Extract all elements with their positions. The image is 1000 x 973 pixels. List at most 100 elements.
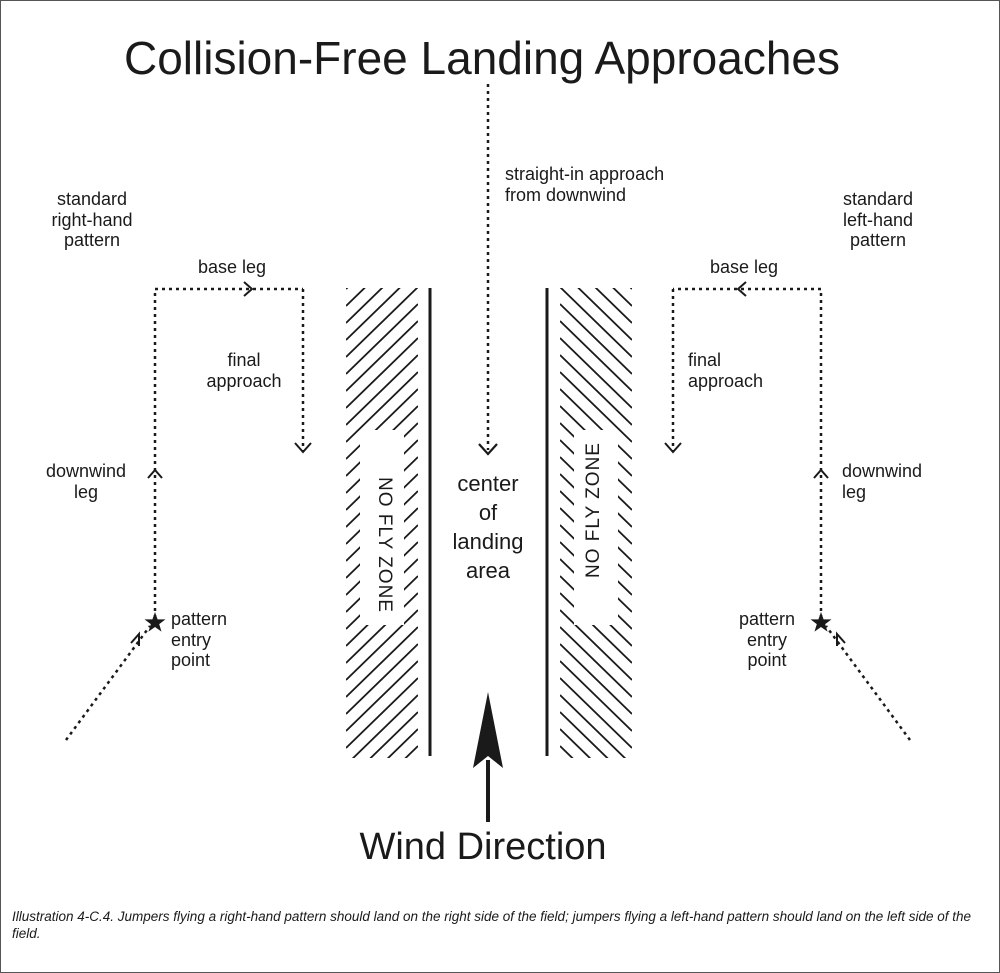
hatch-line bbox=[346, 626, 418, 698]
no-fly-zone-left-label: NO FLY ZONE bbox=[374, 477, 395, 613]
label-band bbox=[574, 430, 618, 625]
hatch-line bbox=[560, 288, 632, 358]
hatch-line bbox=[560, 388, 632, 460]
hatch-line bbox=[577, 288, 632, 341]
hatch-line bbox=[612, 288, 632, 307]
left-entry-line-3: point bbox=[747, 650, 787, 671]
left-downwind-line-2: leg bbox=[842, 481, 867, 502]
hatch-line bbox=[560, 694, 627, 758]
hatch-line bbox=[346, 288, 418, 358]
left-final-approach-label: final approach bbox=[688, 350, 763, 391]
hatch-line bbox=[560, 592, 632, 664]
straight-in-line-1: straight-in approach bbox=[505, 164, 665, 184]
center-of-landing-area-label: center of landing area bbox=[436, 469, 540, 585]
right-heading-line-1: standard bbox=[56, 189, 128, 209]
hatch-line bbox=[346, 354, 418, 426]
diagram-title: Collision-Free Landing Approaches bbox=[124, 32, 840, 84]
hatch-line bbox=[346, 288, 349, 290]
no-fly-zone-left-hatch bbox=[346, 168, 418, 833]
center-line-2: of bbox=[478, 500, 498, 525]
left-downwind-line-1: downwind bbox=[842, 461, 923, 481]
right-entry-line-1: pattern bbox=[171, 609, 228, 629]
hatch-line bbox=[351, 694, 418, 758]
hatch-line bbox=[560, 643, 632, 715]
right-entry-point-label: pattern entry point bbox=[171, 609, 227, 671]
hatch-line bbox=[346, 288, 366, 307]
hatch-line bbox=[386, 728, 418, 758]
right-entry-line-2: entry bbox=[171, 629, 212, 650]
right-pattern-heading: standard right-hand pattern bbox=[30, 189, 154, 251]
hatch-line bbox=[560, 763, 632, 833]
hatch-line bbox=[560, 609, 632, 681]
left-heading-line-2: left-hand bbox=[842, 209, 914, 230]
hatch-line bbox=[346, 677, 418, 749]
hatch-line bbox=[560, 371, 632, 443]
hatch-line bbox=[560, 728, 592, 758]
left-entry-line-1: pattern bbox=[738, 609, 796, 629]
right-entry-line-3: point bbox=[171, 650, 211, 671]
straight-in-approach-path bbox=[478, 84, 498, 456]
hatch-line bbox=[346, 371, 418, 443]
right-downwind-leg-label: downwind leg bbox=[34, 461, 138, 502]
center-line-1: center bbox=[457, 471, 519, 496]
hatch-line bbox=[346, 592, 418, 664]
illustration-caption: Illustration 4-C.4. Jumpers flying a rig… bbox=[12, 909, 972, 941]
label-band bbox=[360, 430, 404, 625]
hatch-line bbox=[560, 354, 632, 426]
center-line-4: area bbox=[465, 558, 511, 583]
hatch-line bbox=[560, 337, 632, 409]
left-final-line-2: approach bbox=[688, 370, 764, 391]
right-heading-line-2: right-hand bbox=[51, 209, 133, 230]
left-heading-line-3: pattern bbox=[849, 230, 907, 251]
right-final-line-2: approach bbox=[206, 370, 282, 391]
hatch-line bbox=[346, 337, 418, 409]
hatch-line bbox=[346, 609, 418, 681]
right-downwind-line-1: downwind bbox=[45, 461, 127, 481]
hatch-line bbox=[560, 626, 632, 698]
hatch-line bbox=[346, 660, 418, 732]
hatch-line bbox=[369, 711, 418, 758]
hatch-line bbox=[346, 168, 418, 238]
right-final-line-1: final bbox=[227, 350, 261, 370]
straight-in-approach-label: straight-in approach from downwind bbox=[505, 164, 664, 205]
hatch-line bbox=[346, 763, 418, 833]
hatch-line bbox=[560, 711, 609, 758]
left-entry-point-label: pattern entry point bbox=[726, 609, 808, 671]
hatch-line bbox=[346, 202, 418, 272]
right-final-approach-label: final approach bbox=[192, 350, 296, 391]
left-hand-pattern-path bbox=[664, 281, 912, 741]
no-fly-zone-right-hatch bbox=[560, 202, 632, 833]
right-pattern-entry-star-icon bbox=[144, 612, 166, 632]
left-pattern-entry-star-icon bbox=[810, 612, 832, 632]
left-entry-line-2: entry bbox=[746, 629, 788, 650]
hatch-line bbox=[629, 288, 632, 290]
hatch-line bbox=[560, 202, 632, 272]
hatch-line bbox=[346, 303, 418, 375]
center-line-3: landing bbox=[452, 529, 524, 554]
wind-direction-label: Wind Direction bbox=[359, 826, 607, 868]
right-downwind-line-2: leg bbox=[73, 481, 99, 502]
wind-direction-arrow-icon bbox=[473, 692, 503, 822]
right-heading-line-3: pattern bbox=[63, 230, 121, 251]
hatch-line bbox=[560, 745, 574, 758]
straight-in-line-2: from downwind bbox=[505, 184, 627, 205]
hatch-line bbox=[346, 320, 418, 392]
hatch-line bbox=[560, 677, 632, 749]
no-fly-zone-right-label: NO FLY ZONE bbox=[583, 442, 604, 578]
hatch-line bbox=[346, 388, 418, 460]
hatch-line bbox=[346, 288, 401, 341]
left-heading-line-1: standard bbox=[842, 189, 914, 209]
right-hand-pattern-path bbox=[64, 281, 312, 741]
left-final-line-1: final bbox=[688, 350, 722, 370]
hatch-line bbox=[346, 185, 418, 255]
hatch-line bbox=[346, 288, 384, 324]
hatch-line bbox=[346, 643, 418, 715]
left-base-leg-label: base leg bbox=[710, 257, 779, 277]
hatch-line bbox=[560, 320, 632, 392]
right-base-leg-label: base leg bbox=[198, 257, 267, 277]
left-pattern-heading: standard left-hand pattern bbox=[822, 189, 934, 251]
hatch-line bbox=[594, 288, 632, 324]
left-downwind-leg-label: downwind leg bbox=[842, 461, 922, 502]
